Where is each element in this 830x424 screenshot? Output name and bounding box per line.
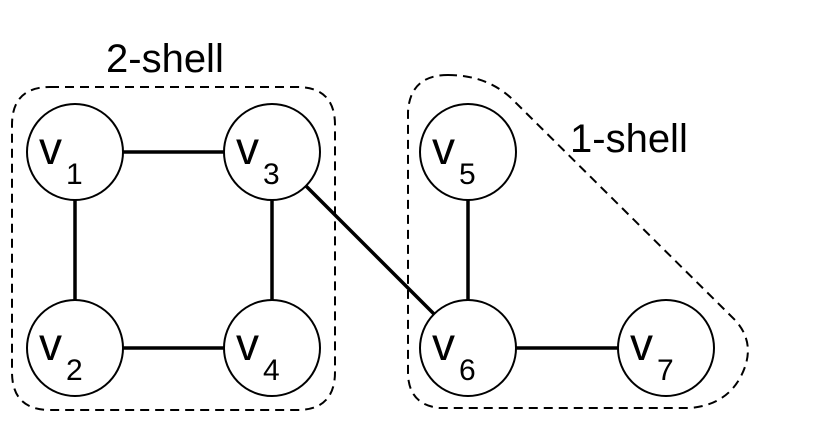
node-circle-v5 [419, 103, 517, 201]
edges-layer [73, 150, 668, 350]
node-v1: v1 [26, 103, 124, 201]
node-circle-v7 [617, 299, 715, 397]
node-v3: v3 [223, 103, 321, 201]
node-letter: v [39, 122, 62, 174]
node-v4: v4 [223, 299, 321, 397]
node-subscript: 4 [263, 354, 280, 387]
node-circle-v3 [223, 103, 321, 201]
shell-2-label: 2-shell [106, 37, 224, 81]
node-circle-v6 [419, 299, 517, 397]
node-circle-v4 [223, 299, 321, 397]
node-subscript: 5 [459, 158, 476, 191]
node-subscript: 2 [66, 354, 83, 387]
node-subscript: 3 [263, 158, 280, 191]
node-subscript: 7 [657, 354, 674, 387]
node-circle-v2 [26, 299, 124, 397]
node-letter: v [432, 318, 455, 370]
node-label-v4: v4 [236, 318, 280, 387]
shell-2-outline [11, 86, 336, 411]
node-subscript: 6 [459, 354, 476, 387]
node-subscript: 1 [66, 158, 83, 191]
shell-1-outline [407, 73, 749, 409]
node-label-v5: v5 [432, 122, 476, 191]
node-label-v1: v1 [39, 122, 83, 191]
node-letter: v [630, 318, 653, 370]
node-label-v3: v3 [236, 122, 280, 191]
node-label-v6: v6 [432, 318, 476, 387]
node-v5: v5 [419, 103, 517, 201]
node-v2: v2 [26, 299, 124, 397]
node-label-v7: v7 [630, 318, 674, 387]
node-circle-v1 [26, 103, 124, 201]
node-v6: v6 [419, 299, 517, 397]
node-letter: v [236, 318, 259, 370]
node-letter: v [432, 122, 455, 174]
shell-1-label: 1-shell [570, 117, 688, 161]
node-letter: v [39, 318, 62, 370]
node-v7: v7 [617, 299, 715, 397]
node-label-v2: v2 [39, 318, 83, 387]
node-letter: v [236, 122, 259, 174]
